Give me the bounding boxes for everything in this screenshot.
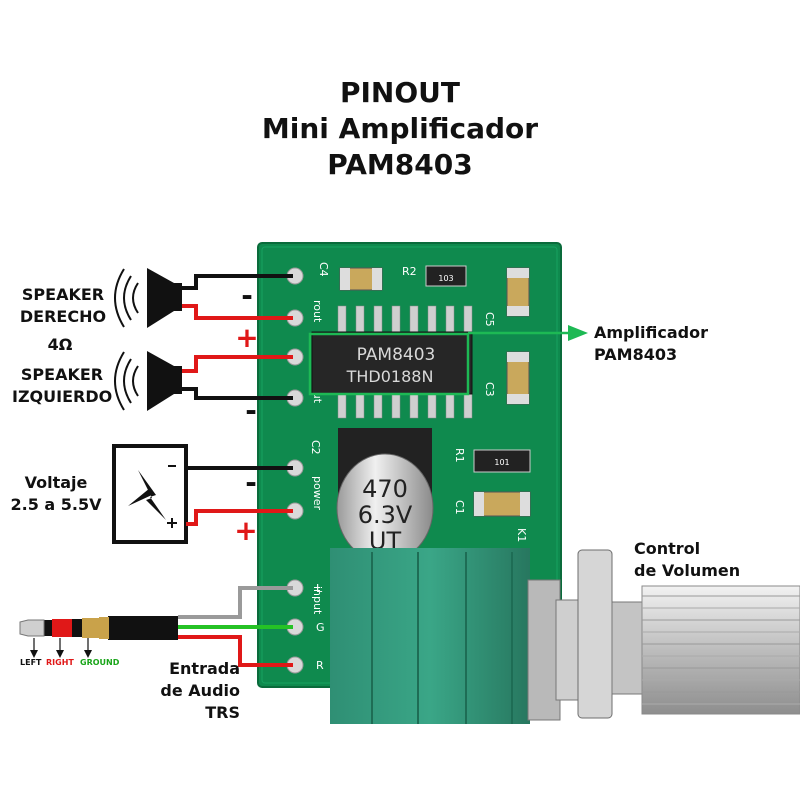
title-line-1: PINOUT [339,76,460,109]
minus-sign-2: - [245,394,257,427]
label-amplifier-line1: Amplificador [594,323,708,342]
silk-c2: C2 [309,440,322,455]
silk-power: power [311,476,324,510]
silk-r1: R1 [453,448,466,463]
silk-pin-g: G [316,621,325,634]
label-volume-control: Control de Volumen [634,538,764,582]
silk-pin-r: R [316,659,324,672]
label-voltage-line2: 2.5 a 5.5V [10,495,102,514]
label-voltage-line1: Voltaje [24,473,88,492]
wire-right-positive [182,304,293,320]
label-amplifier-line2: PAM8403 [594,345,678,364]
polarity-signs: - + - - + [234,279,258,547]
trs-jack-icon [19,616,178,658]
silk-c4: C4 [317,262,330,277]
edge-pads [286,267,304,674]
silk-k1: K1 [515,528,528,542]
label-speaker-left: SPEAKER IZQUIERDO [12,364,112,408]
silk-c3: C3 [483,382,496,397]
chip-marking-2: THD0188N [346,367,434,386]
minus-sign-1: - [241,279,253,312]
smd-components: 103 101 [339,265,531,517]
title-line-3: PAM8403 [327,148,473,181]
cap-value: 470 [362,475,408,503]
label-speaker-left-line2: IZQUIERDO [12,387,113,406]
pam8403-chip: PAM8403 THD0188N [308,331,473,396]
silk-pin-l: L [316,582,323,595]
label-volume-line1: Control [634,539,701,558]
chip-legs [337,305,473,419]
chip-pointer-arrow [468,325,588,341]
jack-label-ground: GROUND [80,658,120,667]
chip-highlight-box [308,332,470,396]
wire-left-positive [182,355,293,373]
label-speaker-right-line2: DERECHO [19,307,107,326]
electrolytic-capacitor: 470 6.3V UT [336,428,434,563]
silk-c1: C1 [453,500,466,515]
label-impedance: 4Ω [47,335,73,354]
wire-power-positive [186,509,293,526]
title-line-2: Mini Amplificador [261,112,539,145]
volume-potentiometer [330,548,800,724]
label-audio-line2: de Audio [160,681,240,700]
wires [178,274,293,667]
speaker-right-icon [114,268,182,328]
label-speaker-right: SPEAKER DERECHO [18,284,108,328]
silk-r2: R2 [402,265,417,278]
label-voltage: Voltaje 2.5 a 5.5V [6,472,106,516]
resistor-code-2: 101 [494,458,509,467]
label-volume-line2: de Volumen [634,561,741,580]
speaker-left-icon [114,351,182,411]
jack-label-right: RIGHT [46,658,74,667]
plus-sign-2: + [234,514,257,547]
jack-label-left: LEFT [20,658,42,667]
label-audio-line3: TRS [205,703,240,722]
label-amplifier: Amplificador PAM8403 [594,322,744,366]
label-speaker-right-line1: SPEAKER [21,285,105,304]
resistor-code-1: 103 [438,274,453,283]
wire-audio-right [178,635,293,667]
power-source-icon [112,444,188,544]
label-audio-line1: Entrada [169,659,240,678]
silk-c5: C5 [483,312,496,327]
plus-sign-1: + [235,321,258,354]
silk-input: input [311,586,324,615]
silk-rout: rout [311,300,324,323]
cap-voltage: 6.3V [358,501,413,529]
minus-sign-3: - [245,466,257,499]
silkscreen: rout lout power input L G R C4 R2 C5 C3 … [309,262,528,672]
label-speaker-left-line1: SPEAKER [20,365,104,384]
label-audio-input: Entrada de Audio TRS [150,658,240,724]
wire-audio-left [178,586,293,619]
wire-right-negative [182,274,293,290]
wire-left-negative [182,387,293,400]
chip-marking-1: PAM8403 [357,345,436,365]
